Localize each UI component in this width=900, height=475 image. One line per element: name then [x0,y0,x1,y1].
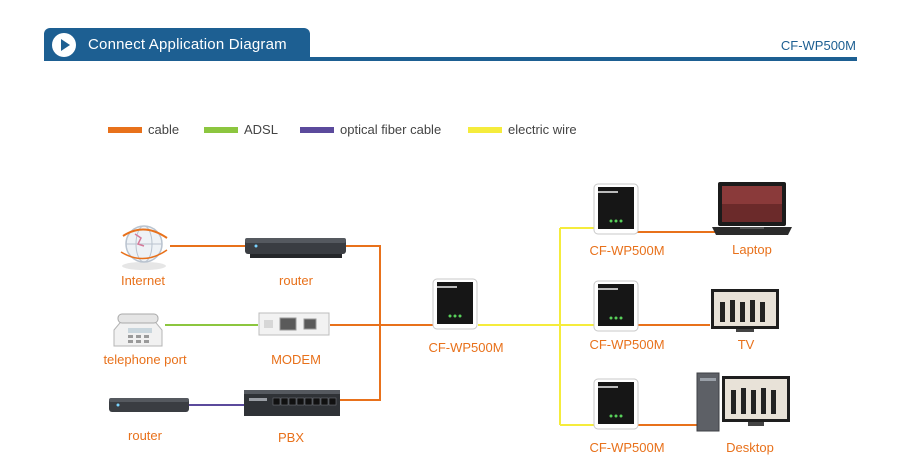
cable-adapter-laptop [631,228,715,233]
label-modem: MODEM [271,352,321,367]
label-adapter-3: CF-WP500M [589,440,665,455]
legend-label: ADSL [244,122,278,137]
model-code: CF-WP500M [780,38,856,53]
modem-icon [258,312,330,336]
router-top-icon [245,238,346,258]
header-tab [44,28,310,60]
label-adapter-2: CF-WP500M [589,337,665,352]
legend-swatch [204,127,238,133]
pbx-switch-icon [244,390,340,416]
label-center-adapter: CF-WP500M [428,340,504,355]
legend-swatch [300,127,334,133]
header-rule [44,57,857,61]
internet-globe-icon [120,225,168,270]
powerline-adapter-3 [593,378,639,430]
legend-label: electric wire [508,122,577,137]
legend-label: optical fiber cable [340,122,442,137]
tv-icon [711,289,779,332]
powerline-adapter-2 [593,280,639,332]
label-laptop: Laptop [732,242,772,257]
label-router-top: router [279,273,313,288]
label-router-bottom: router [128,428,162,443]
laptop-icon [712,182,792,235]
label-adapter-1: CF-WP500M [589,243,665,258]
label-telephone-port: telephone port [103,352,187,367]
legend-label: cable [148,122,180,137]
label-internet: Internet [120,273,166,288]
desktop-icon [696,372,790,432]
telephone-icon [113,313,163,347]
label-pbx: PBX [277,430,305,445]
play-icon [52,33,76,57]
router-bottom-icon [109,398,189,412]
label-desktop: Desktop [726,440,774,455]
legend-swatch [108,127,142,133]
header-title: Connect Application Diagram [88,36,287,53]
powerline-adapter-1 [593,183,639,235]
powerline-adapter-center [432,278,478,330]
label-tv: TV [737,337,755,352]
legend-swatch [468,127,502,133]
cable-router-hub [340,245,381,401]
